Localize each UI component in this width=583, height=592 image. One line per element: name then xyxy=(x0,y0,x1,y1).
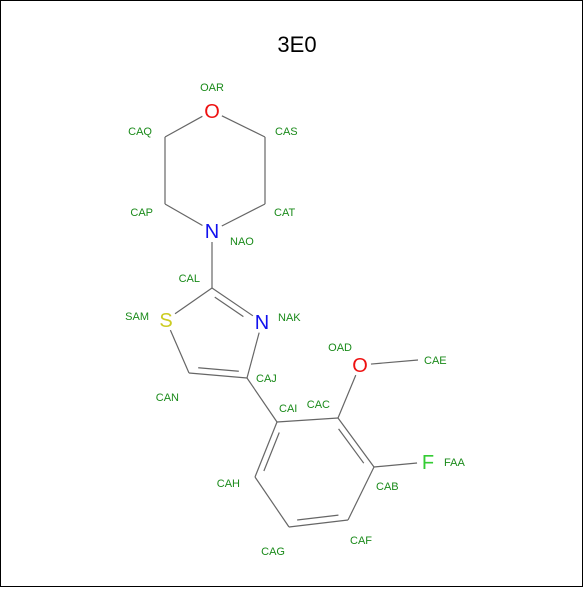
bond-caj-cai xyxy=(246,377,278,423)
atom-label-cag: CAG xyxy=(261,546,285,558)
molecule-title: 3E0 xyxy=(277,32,316,57)
atom-label-caf: CAF xyxy=(350,535,372,547)
double-bond-can-caj xyxy=(198,367,239,372)
atom-label-cal: CAL xyxy=(179,273,200,285)
bond-cab-caf xyxy=(347,466,375,521)
bond-cac-oad xyxy=(337,374,357,419)
element-symbol-oar: O xyxy=(204,101,220,123)
bond-cah-cai xyxy=(254,421,278,478)
atom-layer: O OAR CAQ CAS CAP CAT N NAO CAL S SAM N NAK CAN CAJ CAI… xyxy=(125,82,465,558)
atom-label-nak: NAK xyxy=(278,312,301,324)
bond-caf-cag xyxy=(288,519,349,528)
atom-label-can: CAN xyxy=(156,392,179,404)
atom-label-cac: CAC xyxy=(307,399,330,411)
atom-label-faa: FAA xyxy=(444,457,465,469)
bond-caj-nak xyxy=(246,332,260,379)
atom-label-caq: CAQ xyxy=(128,126,152,138)
double-bond-cac-cab xyxy=(338,428,365,464)
element-symbol-sam: S xyxy=(159,310,172,332)
bond-cap-nao xyxy=(164,203,203,227)
element-symbol-nao: N xyxy=(205,221,219,243)
atom-label-cah: CAH xyxy=(217,478,240,490)
atom-label-cae: CAE xyxy=(424,355,447,367)
bond-sam-can xyxy=(169,329,190,374)
atom-label-cas: CAS xyxy=(275,126,298,138)
bond-cat-nao xyxy=(221,203,266,227)
double-bond-caf-cag xyxy=(297,514,339,521)
bond-cai-cac xyxy=(276,417,339,423)
atom-label-cai: CAI xyxy=(279,403,297,415)
bond-oar-caq xyxy=(164,115,203,138)
bond-cal-nak xyxy=(211,287,254,317)
element-symbol-faa: F xyxy=(422,452,434,474)
atom-label-sam: SAM xyxy=(125,311,149,323)
bond-cab-faa xyxy=(373,462,418,468)
atom-label-cap: CAP xyxy=(130,207,153,219)
bond-oar-cas xyxy=(221,115,266,138)
element-symbol-nak: N xyxy=(255,312,269,334)
bond-layer xyxy=(164,115,419,528)
atom-label-cab: CAB xyxy=(376,481,399,493)
bond-can-caj xyxy=(188,372,248,379)
atom-label-caj: CAJ xyxy=(256,373,277,385)
bond-oad-cae xyxy=(370,359,419,365)
bond-cag-cah xyxy=(254,476,290,528)
atom-label-cat: CAT xyxy=(274,207,295,219)
element-symbol-oad: O xyxy=(352,355,368,377)
bond-cal-sam xyxy=(174,287,213,315)
bond-cac-cab xyxy=(337,417,375,468)
atom-label-nao: NAO xyxy=(230,236,254,248)
double-bond-cal-nak xyxy=(214,296,244,318)
double-bond-cai-cah xyxy=(263,432,280,472)
atom-label-oad: OAD xyxy=(328,342,352,354)
atom-label-oar: OAR xyxy=(200,82,224,94)
